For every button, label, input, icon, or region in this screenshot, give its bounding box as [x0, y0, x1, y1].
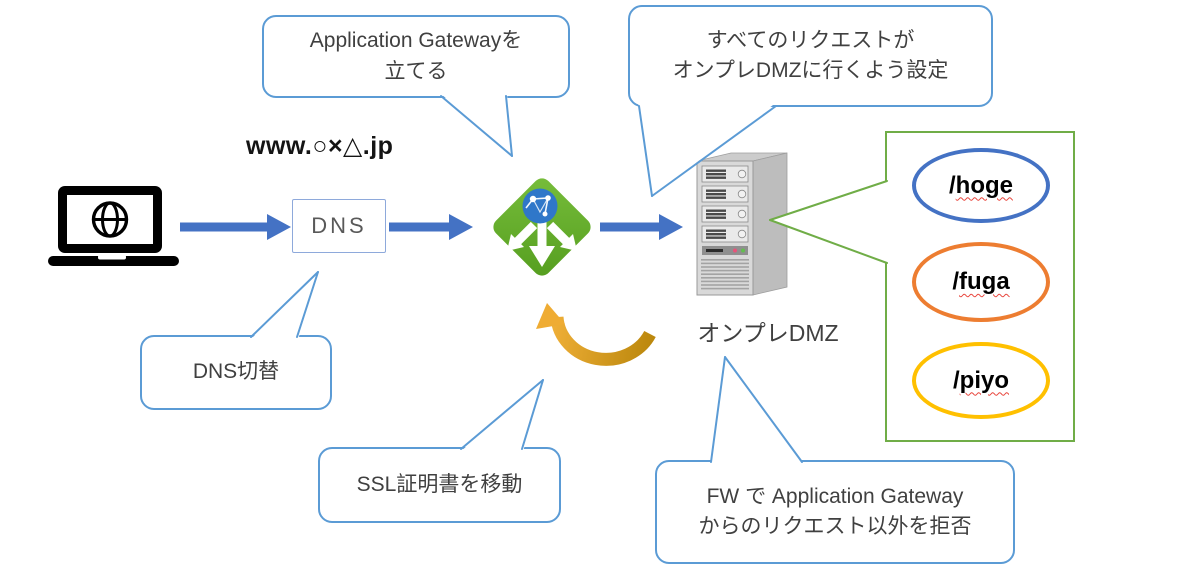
- callout-dns-switch-text: DNS切替: [192, 360, 280, 384]
- arrow-gateway-to-server: [600, 214, 683, 240]
- dns-box: DNS: [292, 199, 386, 253]
- path-slash: /: [952, 366, 960, 394]
- dns-box-label: DNS: [311, 213, 367, 238]
- azure-application-gateway-icon: [493, 178, 591, 276]
- callout-firewall-text: FW で Application Gateway からのリクエスト以外を拒否: [698, 484, 972, 538]
- server-control-panel: [702, 246, 748, 255]
- onprem-dmz-label: オンプレDMZ: [697, 320, 839, 346]
- path-slash: /: [952, 268, 959, 295]
- server-vents: [701, 259, 749, 290]
- callout-all-requests-text: すべてのリクエストが オンプレDMZに行くよう設定: [672, 28, 949, 82]
- callout-dns-switch: DNS切替: [140, 335, 332, 410]
- curved-gold-arrow-icon: [536, 303, 656, 366]
- path-slash: /: [949, 171, 956, 199]
- callout-ssl-cert: SSL証明書を移動: [318, 447, 561, 523]
- path-label-fuga: fuga: [959, 268, 1010, 295]
- callout-all-requests: すべてのリクエストが オンプレDMZに行くよう設定: [628, 5, 993, 107]
- callout-app-gateway: Application Gatewayを 立てる: [262, 15, 570, 98]
- path-oval-piyo: /piyo: [912, 342, 1050, 419]
- path-label-hoge: hoge: [955, 171, 1013, 199]
- arrow-client-to-dns: [180, 214, 291, 240]
- path-oval-fuga: /fuga: [912, 242, 1050, 322]
- laptop-globe-icon: [48, 186, 179, 266]
- onprem-server-icon: [696, 152, 788, 296]
- domain-name-label: www.○×△.jp: [246, 132, 394, 160]
- callout-firewall: FW で Application Gateway からのリクエスト以外を拒否: [655, 460, 1015, 564]
- callout-ssl-cert-text: SSL証明書を移動: [356, 472, 523, 496]
- path-oval-hoge: /hoge: [912, 148, 1050, 223]
- callout-app-gateway-text: Application Gatewayを 立てる: [309, 29, 523, 83]
- path-label-piyo: piyo: [959, 366, 1009, 394]
- arrow-dns-to-gateway: [389, 214, 473, 240]
